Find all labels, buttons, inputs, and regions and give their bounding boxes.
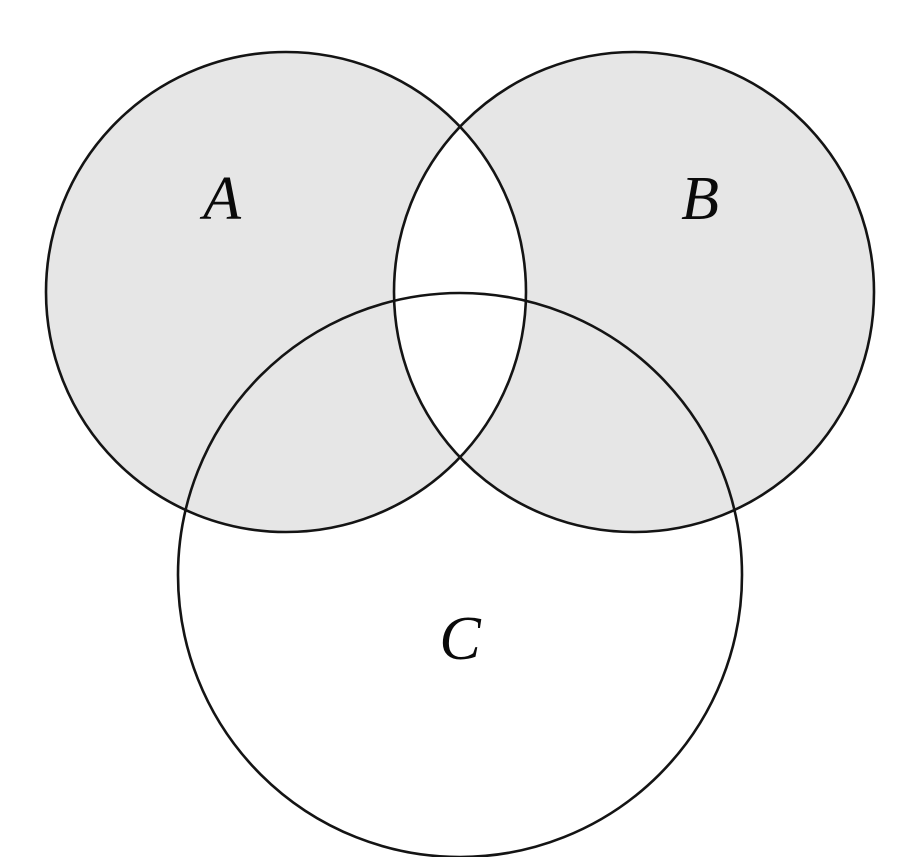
circle-c-outline	[176, 291, 744, 857]
circle-b-outline	[392, 50, 876, 534]
circle-a-outline	[44, 50, 528, 534]
set-label-c: C	[439, 605, 481, 673]
set-label-b: B	[681, 165, 719, 233]
set-label-a: A	[199, 165, 242, 233]
